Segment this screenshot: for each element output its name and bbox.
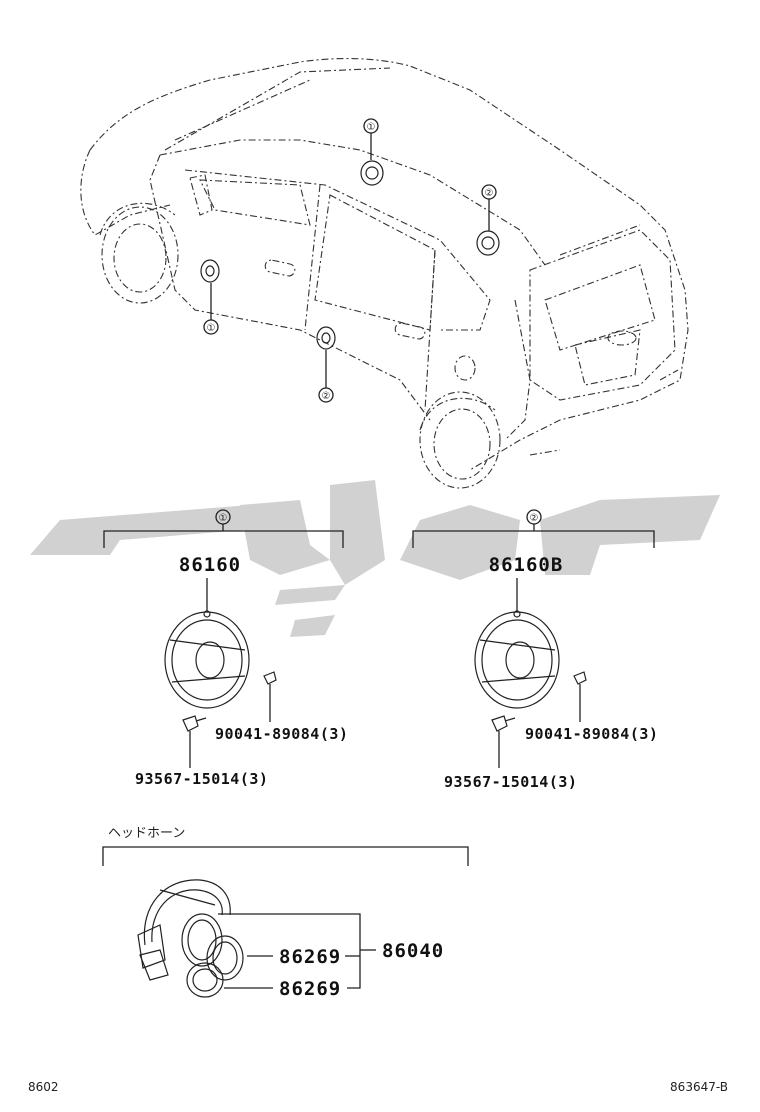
callout-two-door: ② — [322, 391, 331, 402]
group-two-marker: ② — [530, 513, 539, 524]
part-number-86160: 86160 — [179, 554, 241, 576]
group-two: ② 86160B 90041-89084(3) 93567-15014(3) — [412, 509, 658, 791]
headphone-section: ヘッドホーン 86040 86269 86269 — [102, 826, 469, 1000]
group-one-marker: ① — [219, 513, 228, 524]
callout-two-roof: ② — [485, 188, 494, 199]
callout-one-roof: ① — [367, 122, 376, 133]
speaker-icon — [474, 610, 560, 709]
headphone-icon — [137, 879, 244, 998]
part-number-86160b: 86160B — [489, 554, 564, 576]
part-number-screw-a-1: 90041-89084(3) — [215, 725, 348, 743]
screw-icon — [263, 671, 277, 722]
headphone-section-label: ヘッドホーン — [108, 826, 185, 841]
vehicle-illustration: ① ② ① ② — [80, 57, 689, 489]
part-number-86269-top: 86269 — [279, 946, 341, 968]
screw-icon — [182, 715, 207, 768]
part-number-86040: 86040 — [382, 940, 444, 962]
group-one: ① 86160 90041-89084(3) 93567-15014(3) — [103, 509, 348, 788]
screw-icon — [491, 715, 516, 768]
screw-icon — [573, 671, 587, 722]
part-number-screw-b-2: 93567-15014(3) — [444, 773, 577, 791]
callout-one-door: ① — [207, 323, 216, 334]
part-number-screw-b-1: 93567-15014(3) — [135, 770, 268, 788]
part-number-86269-bottom: 86269 — [279, 978, 341, 1000]
footer-left-code: 8602 — [28, 1080, 59, 1094]
footer-right-code: 863647-B — [670, 1080, 728, 1094]
part-number-screw-a-2: 90041-89084(3) — [525, 725, 658, 743]
watermark-logo — [30, 480, 720, 637]
speaker-icon — [164, 610, 250, 709]
